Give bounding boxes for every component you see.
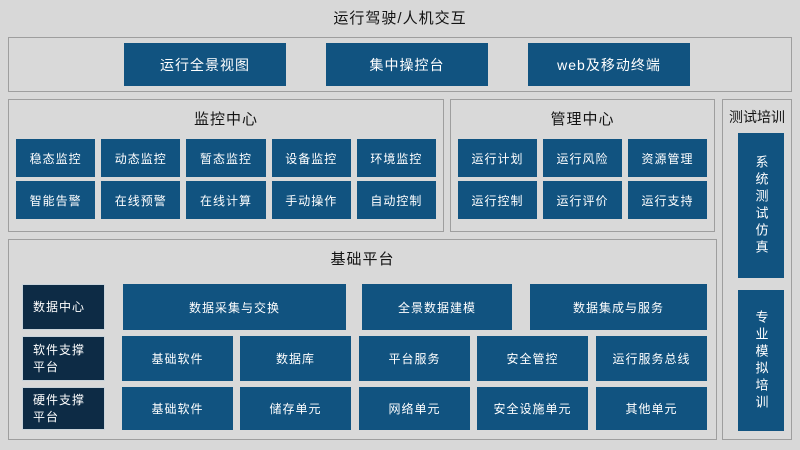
base-platform-title: 基础平台 [330, 251, 395, 268]
tile-database[interactable]: 数据库 [240, 336, 351, 381]
tile-environment-monitoring[interactable]: 环境监控 [356, 139, 436, 177]
management-center-panel: 管理中心 运行计划 运行风险 资源管理 运行控制 运行评价 运行支持 [450, 99, 715, 232]
management-center-grid: 运行计划 运行风险 资源管理 运行控制 运行评价 运行支持 [458, 139, 707, 219]
tile-transient-monitoring[interactable]: 暂态监控 [186, 139, 266, 177]
tile-auto-control[interactable]: 自动控制 [356, 181, 436, 219]
tile-operation-risk[interactable]: 运行风险 [543, 139, 622, 177]
base-platform-panel: 基础平台 数据中心 软件支撑平台 硬件支撑平台 数据采集与交换 全景数据建模 数… [8, 239, 717, 440]
monitor-center-grid: 稳态监控 动态监控 暂态监控 设备监控 环境监控 智能告警 在线预警 在线计算 … [16, 139, 436, 219]
tile-system-test-simulation[interactable]: 系统测试仿真 [738, 133, 784, 278]
tile-operation-plan[interactable]: 运行计划 [458, 139, 537, 177]
tile-central-console[interactable]: 集中操控台 [326, 43, 488, 86]
label-data-center: 数据中心 [22, 284, 105, 330]
tile-security-control[interactable]: 安全管控 [477, 336, 588, 381]
label-software-support-platform: 软件支撑平台 [22, 336, 105, 381]
tile-online-calculation[interactable]: 在线计算 [186, 181, 266, 219]
tile-operation-support[interactable]: 运行支持 [628, 181, 707, 219]
tile-dynamic-monitoring[interactable]: 动态监控 [101, 139, 181, 177]
access-layer-panel: 运行全景视图 集中操控台 web及移动终端 [8, 37, 792, 92]
tile-steady-state-monitoring[interactable]: 稳态监控 [16, 139, 96, 177]
tile-panorama-view[interactable]: 运行全景视图 [124, 43, 286, 86]
tile-online-warning[interactable]: 在线预警 [101, 181, 181, 219]
page-title: 运行驾驶/人机交互 [333, 10, 467, 27]
monitor-center-title: 监控中心 [193, 111, 258, 128]
tile-manual-operation[interactable]: 手动操作 [271, 181, 351, 219]
tile-resource-management[interactable]: 资源管理 [628, 139, 707, 177]
tile-equipment-monitoring[interactable]: 设备监控 [271, 139, 351, 177]
tile-network-unit[interactable]: 网络单元 [359, 387, 470, 430]
tile-platform-services[interactable]: 平台服务 [359, 336, 470, 381]
tile-web-mobile-terminal[interactable]: web及移动终端 [528, 43, 690, 86]
tile-intelligent-alarm[interactable]: 智能告警 [16, 181, 96, 219]
tile-other-unit[interactable]: 其他单元 [596, 387, 707, 430]
tile-panorama-data-modeling[interactable]: 全景数据建模 [362, 284, 512, 330]
label-hardware-support-platform: 硬件支撑平台 [22, 387, 105, 430]
management-center-title: 管理中心 [550, 111, 615, 128]
test-training-panel: 测试培训 系统测试仿真 专业模拟培训 [722, 99, 792, 440]
tile-data-integration-services[interactable]: 数据集成与服务 [530, 284, 707, 330]
tile-data-collection-exchange[interactable]: 数据采集与交换 [123, 284, 346, 330]
monitor-center-panel: 监控中心 稳态监控 动态监控 暂态监控 设备监控 环境监控 智能告警 在线预警 … [8, 99, 444, 232]
tile-operation-control[interactable]: 运行控制 [458, 181, 537, 219]
tile-security-facility-unit[interactable]: 安全设施单元 [477, 387, 588, 430]
tile-basic-software-hw[interactable]: 基础软件 [122, 387, 233, 430]
tile-operation-evaluation[interactable]: 运行评价 [543, 181, 622, 219]
tile-operation-service-bus[interactable]: 运行服务总线 [596, 336, 707, 381]
test-training-title: 测试培训 [729, 109, 785, 125]
tile-basic-software[interactable]: 基础软件 [122, 336, 233, 381]
tile-storage-unit[interactable]: 储存单元 [240, 387, 351, 430]
tile-professional-simulation-training[interactable]: 专业模拟培训 [738, 290, 784, 431]
